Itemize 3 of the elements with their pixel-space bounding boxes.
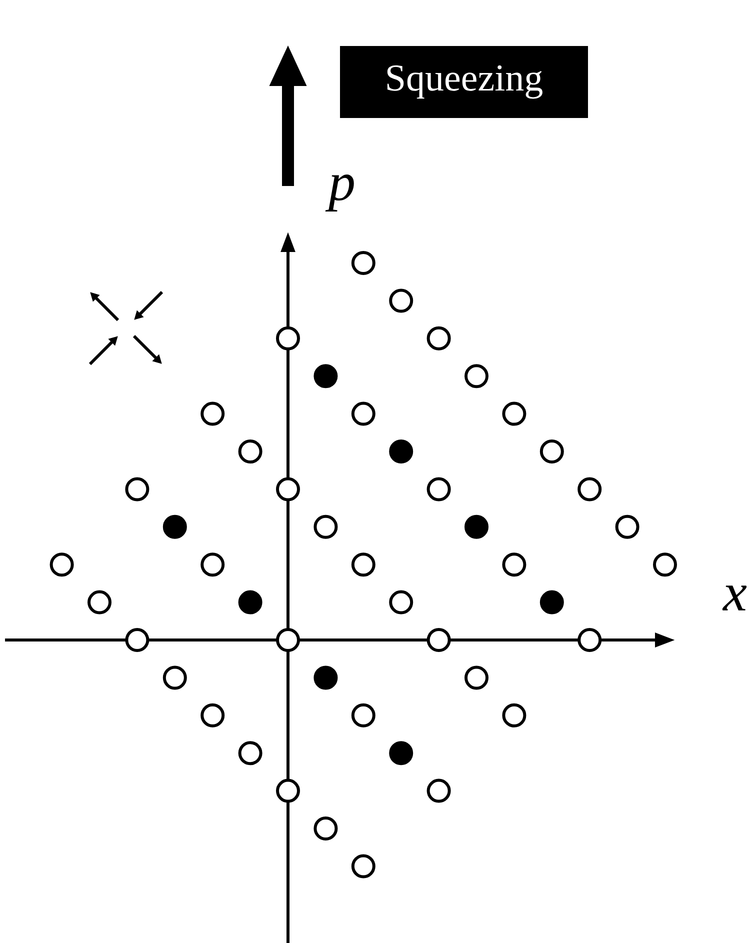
label-box: Squeezing (340, 46, 588, 118)
axis-label: p (325, 174, 354, 212)
axis-label: x (722, 586, 747, 610)
